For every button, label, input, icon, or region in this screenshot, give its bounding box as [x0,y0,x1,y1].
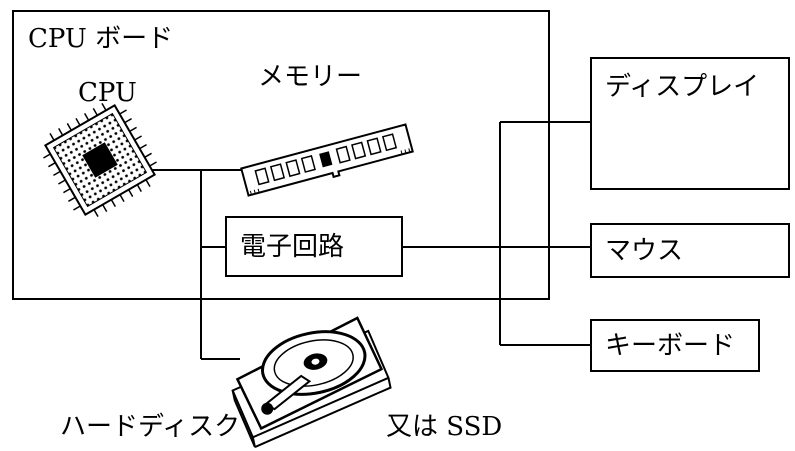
cpu-label: CPU [78,78,137,108]
mouse-label: マウス [605,236,684,266]
hard-disk-icon [231,316,392,449]
memory-label: メモリー [258,62,363,92]
keyboard-box [590,319,760,372]
storage-label-left: ハードディスク [60,412,241,442]
keyboard-label: キーボード [605,331,736,361]
display-label: ディスプレイ [605,72,760,102]
cpu-chip-icon [43,103,157,217]
circuit-label: 電子回路 [240,232,345,262]
circuit-box [225,216,403,277]
cpu-board-box [12,10,550,300]
cpu-board-title: CPU ボード [28,24,174,54]
memory-module-icon [240,123,414,197]
storage-label-right: 又は SSD [386,412,503,442]
mouse-box [590,223,790,278]
display-box [590,57,790,190]
